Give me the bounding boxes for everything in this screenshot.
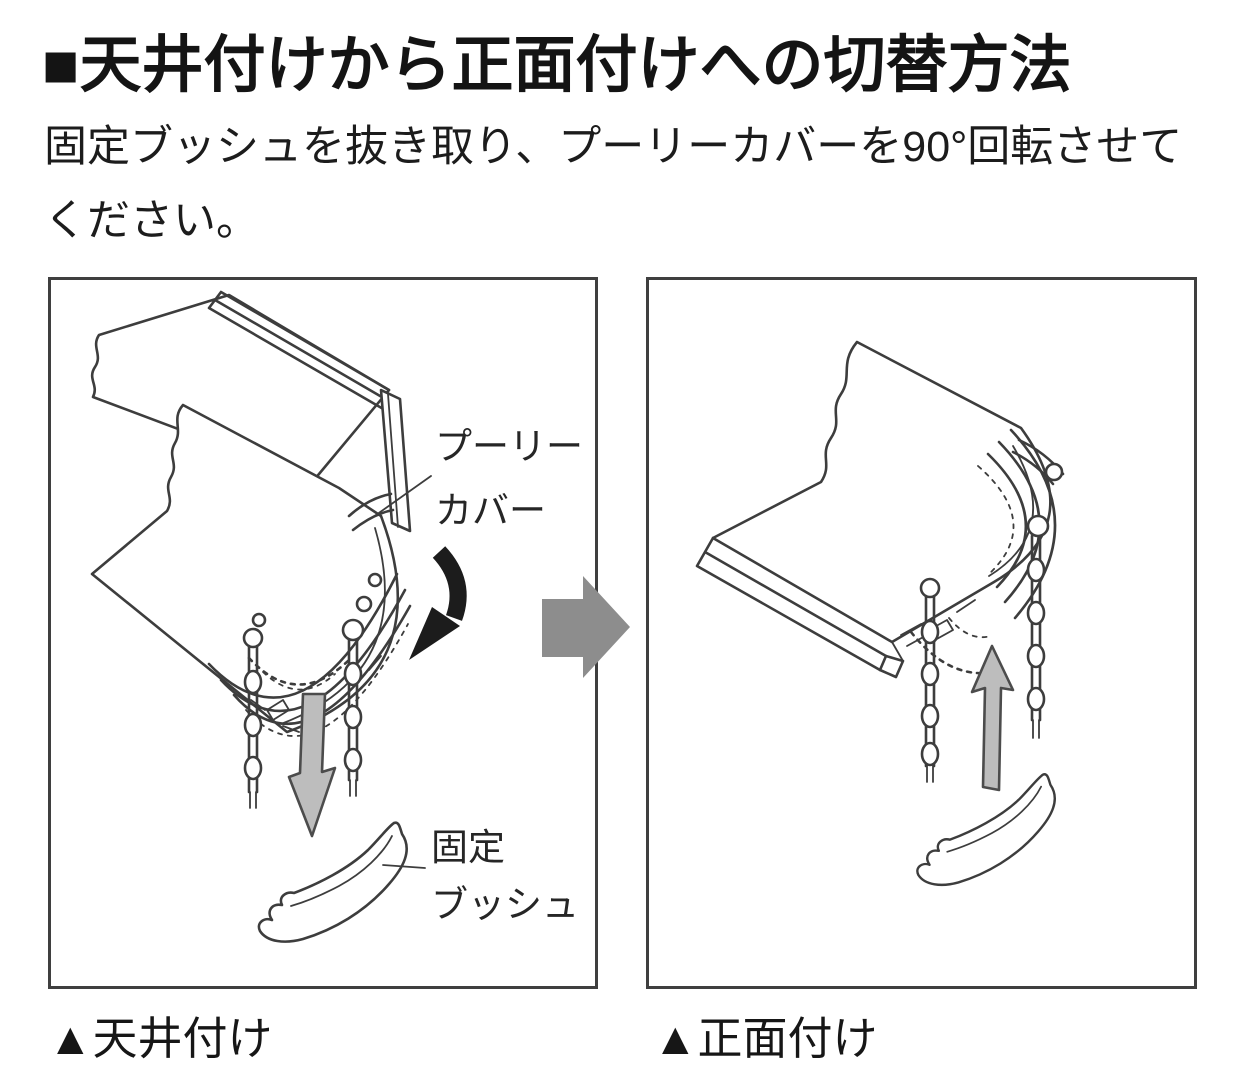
ceiling-mount-illustration: プーリー カバー 固定 ブッシュ	[90, 290, 583, 943]
bead-chain-left	[242, 612, 267, 809]
hidden-bush-outline-inner	[948, 617, 992, 639]
fixing-bush-part	[916, 773, 1057, 887]
instruction-line-2: ください。	[44, 197, 259, 245]
hidden-bush-outline	[909, 630, 996, 675]
pulley-cover-part	[347, 492, 395, 532]
headrail	[695, 536, 905, 679]
headrail	[207, 290, 391, 412]
page-title: ■天井付けから正面付けへの切替方法	[42, 31, 1072, 100]
ceiling-mount-caption: ▲天井付け	[48, 1013, 273, 1064]
rotate-direction-arrow-icon	[409, 546, 467, 660]
fabric-roll	[90, 403, 400, 734]
front-mount-panel	[646, 277, 1197, 989]
pulley-cover-leader-line	[375, 475, 432, 516]
fabric-roll	[711, 340, 1052, 644]
pulley-cover-label-line-1: プーリー	[435, 426, 583, 467]
front-mount-caption: ▲正面付け	[653, 1013, 878, 1064]
hidden-bush-outline-inner	[262, 671, 336, 691]
ceiling-mount-panel: プーリー カバー 固定 ブッシュ	[48, 277, 598, 989]
fixing-bush-label-line-2: ブッシュ	[431, 884, 579, 925]
push-up-arrow-icon	[970, 644, 1015, 792]
instruction-line-1: 固定ブッシュを抜き取り、プーリーカバーを90°回転させて	[44, 123, 1183, 171]
bead-chain-left	[919, 577, 941, 783]
hidden-bush-outline	[247, 656, 351, 686]
bead-chain-right	[1026, 462, 1064, 739]
headrail-fabric	[90, 293, 391, 482]
pull-down-arrow-icon	[287, 692, 337, 838]
bracket-plate	[379, 388, 412, 533]
bead-chain-right	[341, 572, 383, 797]
fixing-bush-label-line-1: 固定	[431, 827, 505, 868]
pulley-cover-label-line-2: カバー	[435, 490, 546, 531]
instruction-text: 固定ブッシュを抜き取り、プーリーカバーを90°回転させて ください。	[44, 110, 1182, 258]
fixing-bush-leader-line	[382, 864, 426, 869]
transition-arrow-icon	[542, 576, 630, 678]
fixing-bush-part	[257, 821, 408, 943]
front-mount-illustration	[695, 340, 1065, 887]
